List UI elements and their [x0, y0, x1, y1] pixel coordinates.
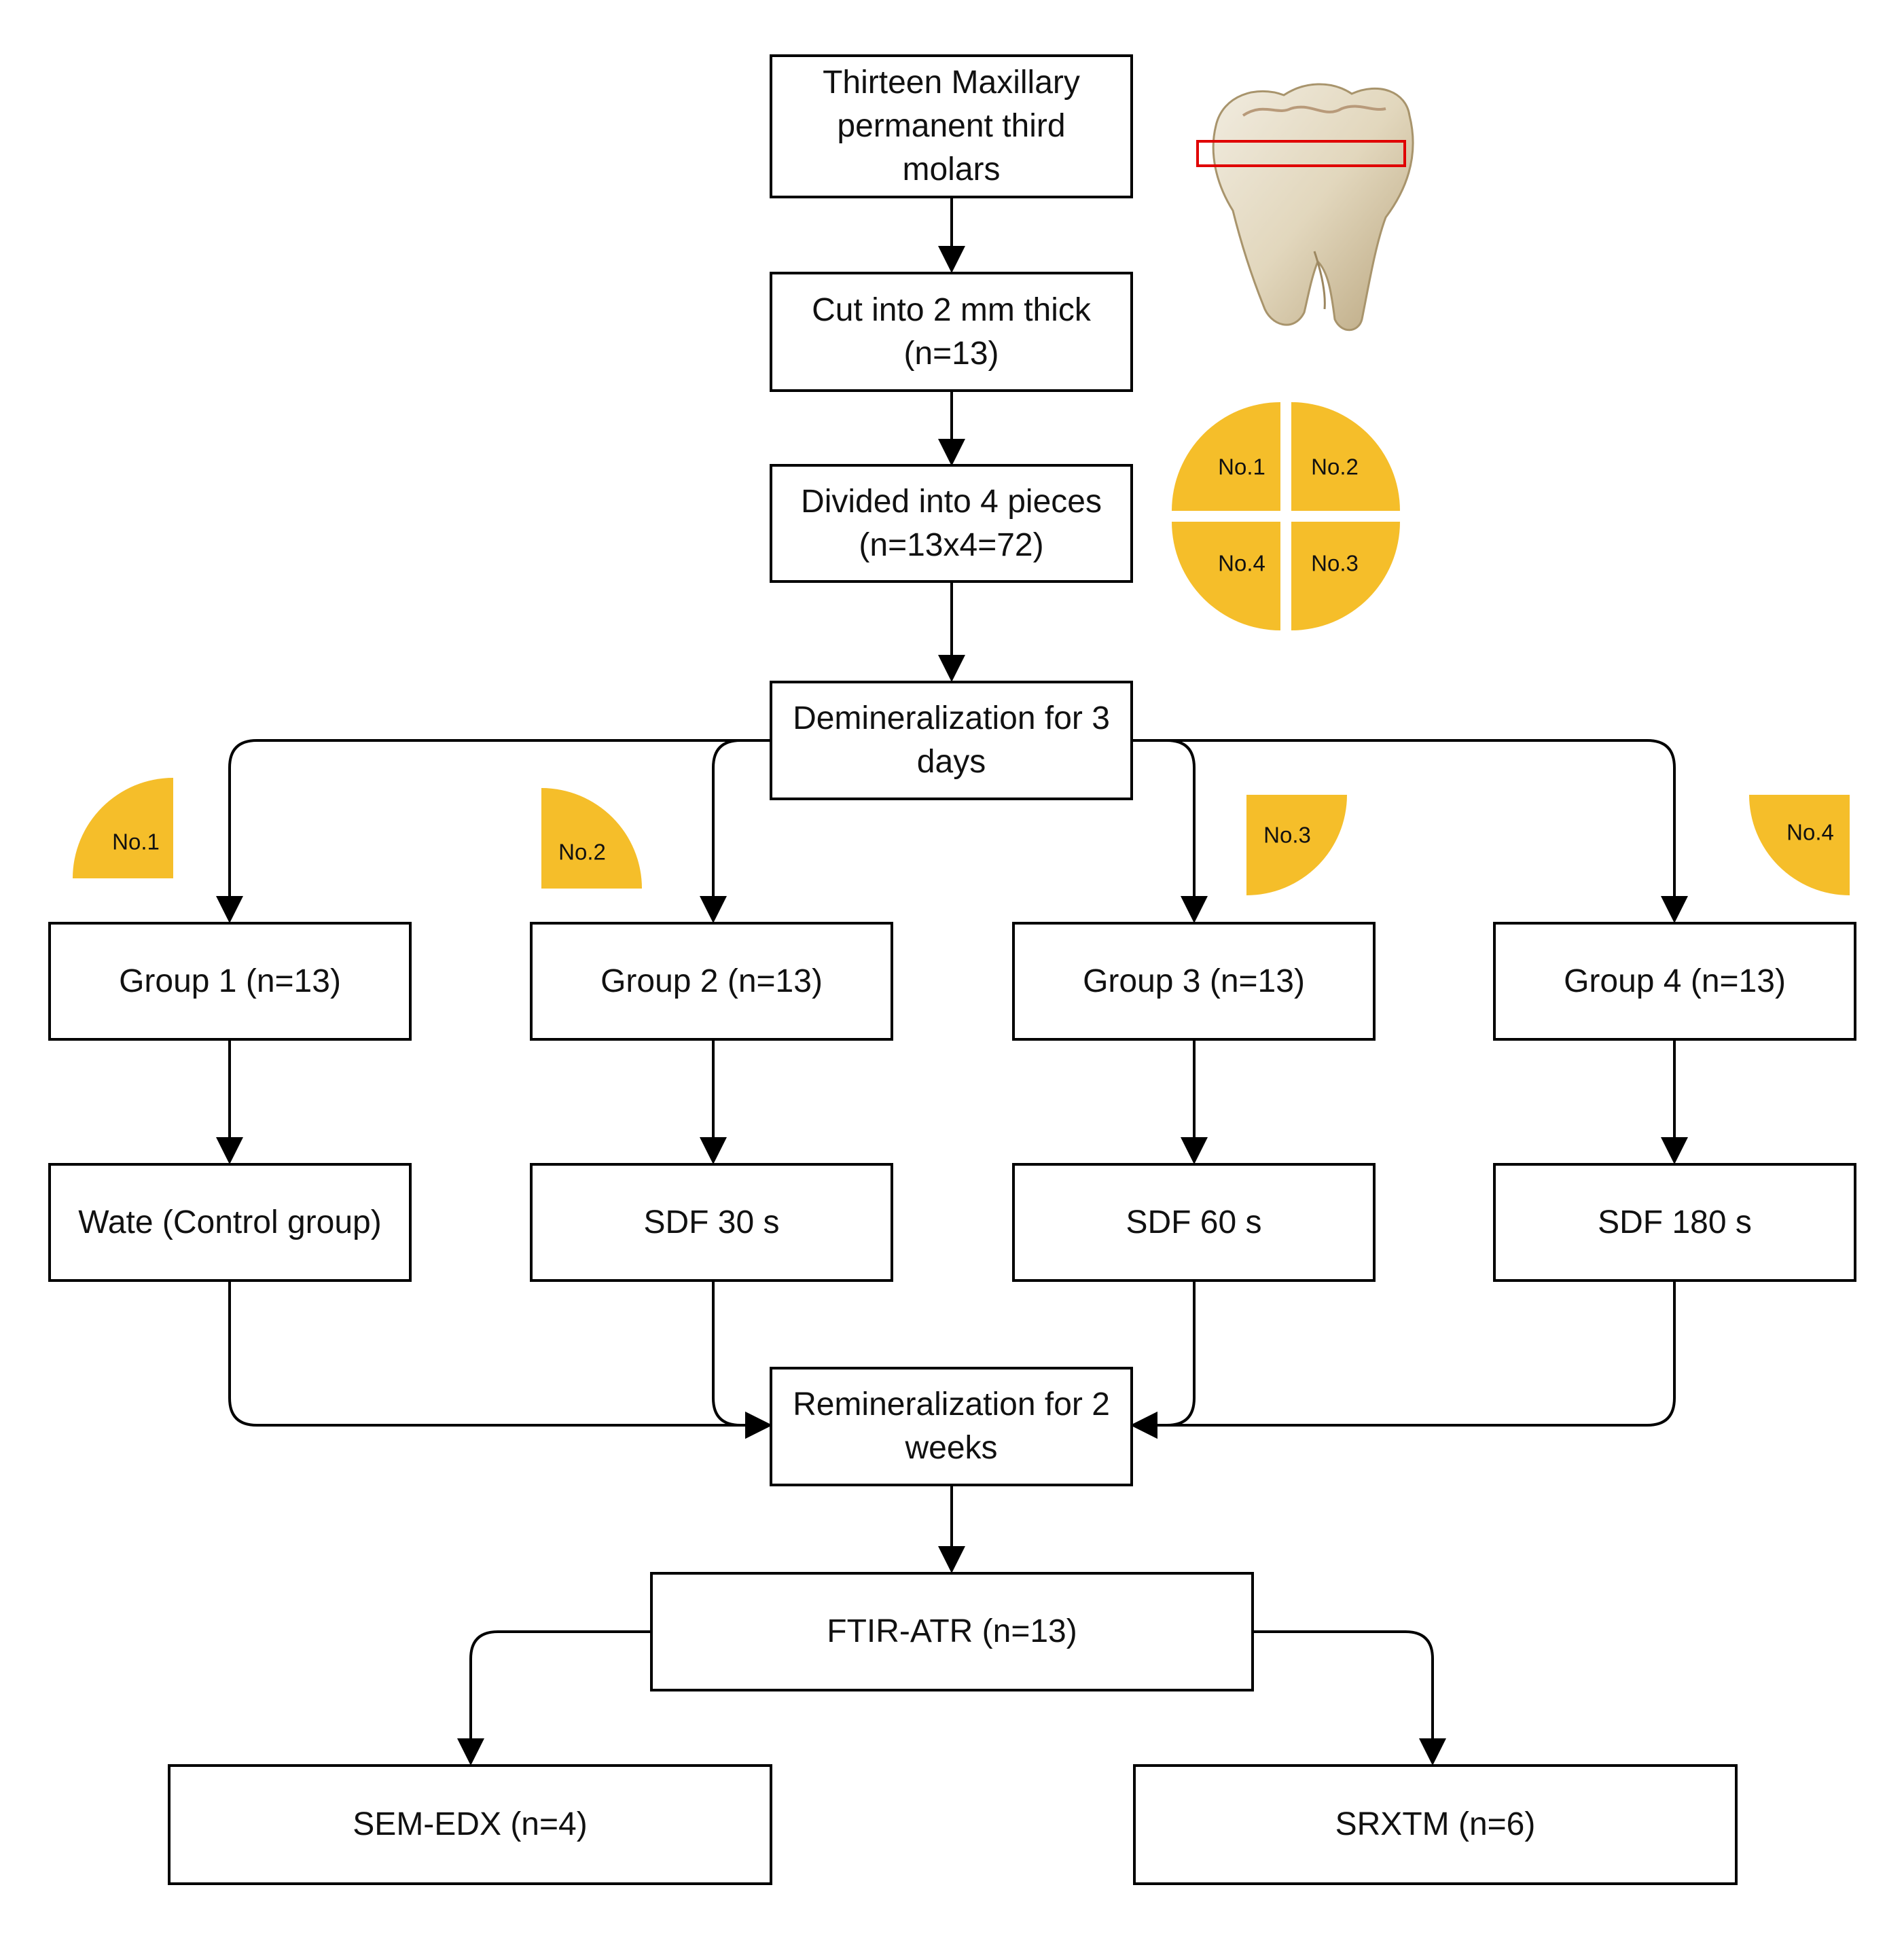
- arrow-treatment1-to-remin: [228, 1282, 772, 1439]
- quarter-label-1: No.1: [1218, 454, 1265, 480]
- treatment-1-box: Wate (Control group): [48, 1163, 412, 1282]
- quarter-label-4: No.4: [1218, 551, 1265, 576]
- quarter-no3: [1291, 522, 1400, 630]
- step-demineralization-box: Demineralization for 3 days: [770, 681, 1133, 800]
- step-divided-box: Divided into 4 pieces (n=13x4=72): [770, 464, 1133, 583]
- quarter-no4: [1172, 522, 1280, 630]
- arrow-demin-to-group4: [1133, 739, 1688, 923]
- svg-text:No.4: No.4: [1786, 820, 1834, 845]
- group-piece-3: No.3: [1246, 795, 1347, 895]
- arrow-ftir-to-srxtm: [1254, 1630, 1446, 1766]
- quarter-no2: [1291, 402, 1400, 511]
- step-remineralization-box: Remineralization for 2 weeks: [770, 1367, 1133, 1486]
- step-srxtm-box: SRXTM (n=6): [1133, 1764, 1738, 1885]
- treatment-4-box: SDF 180 s: [1493, 1163, 1856, 1282]
- svg-text:No.1: No.1: [112, 829, 160, 855]
- quarter-label-2: No.2: [1311, 454, 1359, 480]
- group-piece-4: No.4: [1749, 795, 1850, 895]
- section-cut-marker: [1196, 140, 1406, 167]
- arrow-demin-to-group1: [216, 739, 770, 923]
- arrow-treatment2-to-remin: [712, 1282, 772, 1439]
- arrow-treatment4-to-remin: [1130, 1282, 1676, 1439]
- molar-tooth-illustration: [1212, 83, 1414, 332]
- treatment-3-box: SDF 60 s: [1012, 1163, 1376, 1282]
- group-piece-1: No.1: [73, 778, 173, 878]
- arrow-treatment3-to-remin: [1130, 1282, 1196, 1439]
- step-molars-box: Thirteen Maxillary permanent third molar…: [770, 54, 1133, 198]
- group-1-box: Group 1 (n=13): [48, 922, 412, 1041]
- group-piece-2: No.2: [541, 788, 642, 889]
- group-2-box: Group 2 (n=13): [530, 922, 893, 1041]
- arrow-ftir-to-sem: [457, 1630, 650, 1766]
- svg-text:No.3: No.3: [1263, 823, 1311, 848]
- step-cut-box: Cut into 2 mm thick (n=13): [770, 272, 1133, 392]
- quartered-sample-circle: No.1 No.2 No.3 No.4: [1172, 402, 1400, 630]
- arrow-demin-to-group2: [700, 739, 770, 923]
- step-ftir-box: FTIR-ATR (n=13): [650, 1572, 1254, 1691]
- svg-text:No.2: No.2: [558, 840, 606, 865]
- group-4-box: Group 4 (n=13): [1493, 922, 1856, 1041]
- group-3-box: Group 3 (n=13): [1012, 922, 1376, 1041]
- step-sem-box: SEM-EDX (n=4): [168, 1764, 772, 1885]
- quarter-no1: [1172, 402, 1280, 511]
- arrow-demin-to-group3: [1133, 739, 1208, 923]
- quarter-label-3: No.3: [1311, 551, 1359, 576]
- treatment-2-box: SDF 30 s: [530, 1163, 893, 1282]
